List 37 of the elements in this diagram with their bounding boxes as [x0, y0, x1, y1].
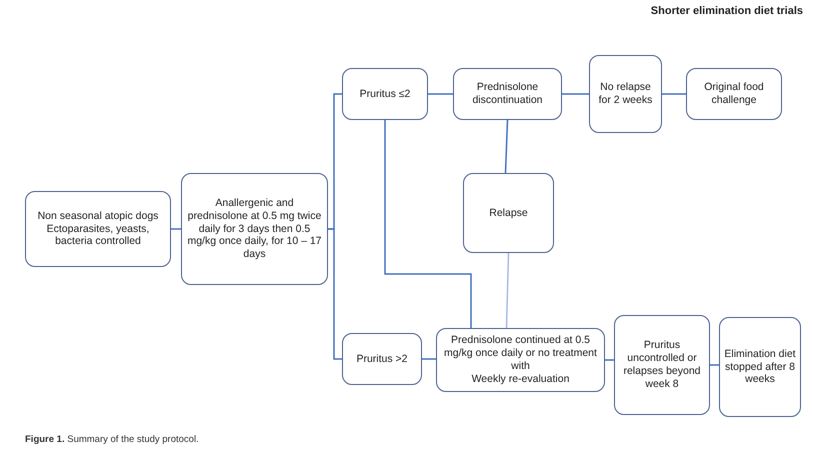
connector-line: [504, 120, 508, 174]
node-text: Pruritus ≤2: [360, 88, 410, 100]
node-text: Pruritus >2: [356, 352, 408, 366]
process-box: [436, 328, 605, 392]
node-text: Original food challenge: [703, 81, 765, 107]
connector-line: [605, 359, 614, 361]
node-text: Ectoparasites, yeasts, bacteria controlled: [46, 222, 150, 248]
connector-line: [328, 228, 342, 360]
node-text: Weekly re-evaluation: [472, 372, 570, 386]
node-text: No relapse for 2 weeks: [598, 81, 654, 107]
page-header: Shorter elimination diet trials: [650, 5, 803, 17]
process-box: [686, 68, 782, 120]
process-box: [719, 317, 801, 417]
node-text: Elimination diet stopped after 8 weeks: [723, 348, 797, 386]
node-text: Prednisolone continued at 0.5 mg/kg once daily or no treatment with: [443, 334, 598, 373]
process-box: [463, 173, 554, 253]
connector-line: [506, 252, 510, 328]
process-box: [589, 55, 662, 133]
node-text: Relapse: [489, 206, 528, 220]
process-box: [342, 68, 428, 120]
connector-line: [422, 358, 436, 360]
node-text: Prednisolone discontinuation: [471, 81, 544, 107]
node-text: Pruritus uncontrolled or relapses beyond week 8: [622, 339, 702, 391]
node-text: Anallergenic and prednisolone at 0.5 mg twice daily for 3 days then 0.5 mg/kg once daily, for 10 – 17 days: [186, 197, 323, 261]
connector-line: [662, 93, 686, 95]
connector-line: [171, 228, 181, 230]
process-box: [25, 191, 171, 267]
process-box: [614, 315, 710, 415]
connector-line: [562, 93, 589, 95]
process-box: [453, 68, 562, 120]
connector-line: [428, 93, 453, 95]
process-box: [342, 333, 422, 385]
connector-line: [384, 120, 472, 328]
connector-line: [710, 364, 719, 366]
figure-caption: Figure 1. Summary of the study protocol.: [25, 434, 199, 445]
process-box: [181, 173, 328, 285]
node-text: Non seasonal atopic dogs: [38, 210, 158, 223]
